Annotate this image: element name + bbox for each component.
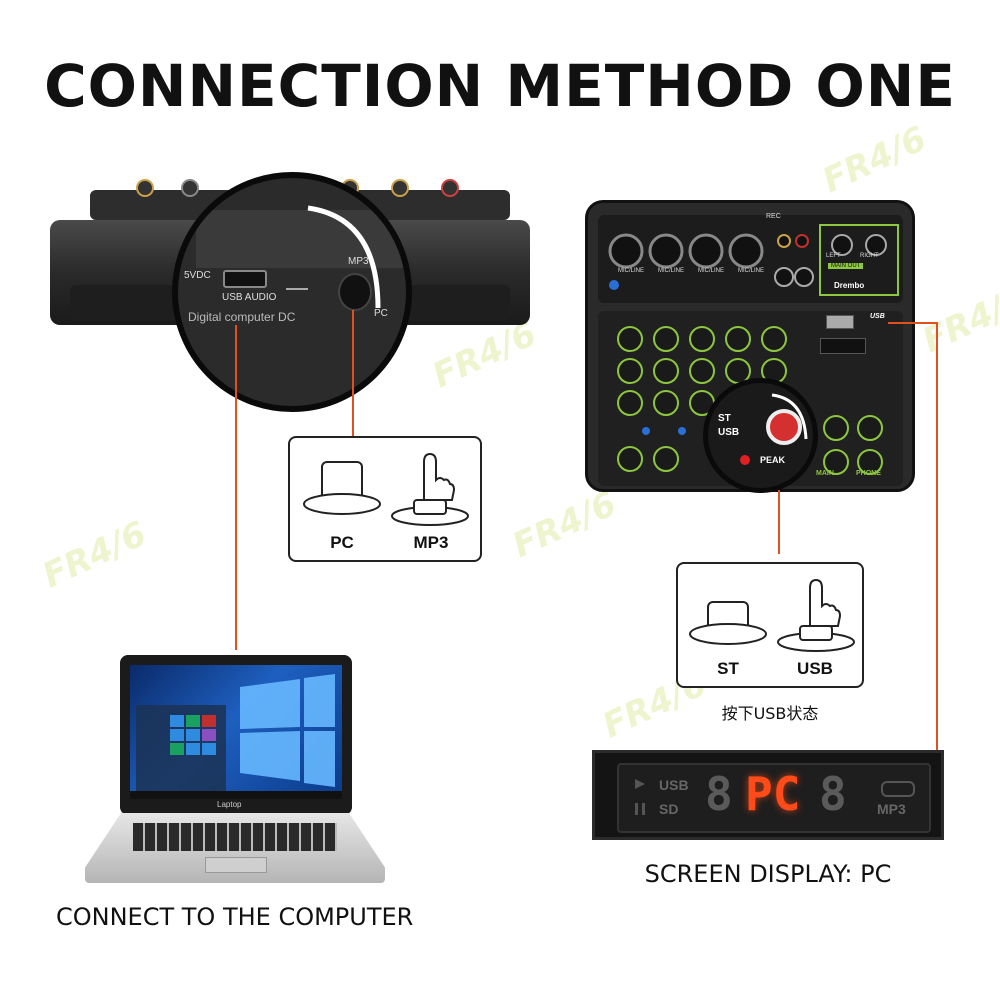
play-icon xyxy=(635,779,645,789)
channel-label: MIC/LINE xyxy=(738,268,765,274)
button-arrow-icon xyxy=(771,393,808,440)
right-label: RIGHT xyxy=(860,253,879,259)
main-out-label: MAIN OUT xyxy=(828,263,864,269)
switch-panel-pc-mp3: PC MP3 xyxy=(288,436,482,562)
connector-line-usb-right-vertical xyxy=(936,322,938,750)
port-label-5vdc: 5VDC xyxy=(184,270,211,281)
phone-label: PHONE xyxy=(856,470,881,477)
display-label-mp3: MP3 xyxy=(877,801,906,817)
switch-label-pc: PC xyxy=(374,308,388,319)
mixer-brand: Drembo xyxy=(834,281,865,290)
usb-port xyxy=(223,270,267,288)
port-label-usb-audio: USB AUDIO xyxy=(222,292,277,303)
led-ghost-digit: 8 xyxy=(819,767,847,821)
zoom-label-st: ST xyxy=(718,413,731,424)
pause-icon xyxy=(635,803,645,815)
peak-led-icon xyxy=(740,455,750,465)
laptop-illustration: Laptop xyxy=(85,655,385,890)
laptop-keyboard xyxy=(133,823,337,851)
button-pressed-hand-icon xyxy=(391,452,469,526)
connector-line-button xyxy=(778,490,780,554)
zoom-label-usb: USB xyxy=(718,427,740,438)
mixer-input-jacks xyxy=(608,224,899,296)
mixer-right-knobs xyxy=(823,415,883,475)
main-label: MAIN xyxy=(816,470,834,477)
led-ghost-digit: 8 xyxy=(705,767,733,821)
magnifier-port-zoom: 5VDC USB AUDIO MP3 PC Digital computer D… xyxy=(172,172,412,412)
channel-label: MIC/LINE xyxy=(658,268,685,274)
laptop-screen xyxy=(130,665,342,799)
button-pressed-hand-icon xyxy=(777,578,855,652)
option-st-label: ST xyxy=(717,659,739,678)
usb-state-note: 按下USB状态 xyxy=(721,704,819,723)
option-mp3-label: MP3 xyxy=(413,533,449,552)
switch-panel-st-usb: ST USB xyxy=(676,562,864,688)
usb-symbol-icon xyxy=(286,288,308,300)
display-label-usb: USB xyxy=(659,777,689,793)
port-label-dc: Digital computer DC xyxy=(188,310,296,324)
rec-label: REC xyxy=(766,213,781,220)
button-up-icon xyxy=(689,601,767,645)
channel-label: MIC/LINE xyxy=(698,268,725,274)
left-label: LEFT xyxy=(826,253,841,259)
laptop-caption: CONNECT TO THE COMPUTER xyxy=(56,903,414,931)
st-usb-button[interactable] xyxy=(766,409,802,445)
watermark: FR4/6 xyxy=(506,483,623,567)
watermark: FR4/6 xyxy=(816,118,933,202)
laptop-brand: Laptop xyxy=(217,800,242,809)
mini-led-display xyxy=(820,338,866,354)
watermark: FR4/6 xyxy=(36,513,153,597)
connector-line-usb-right-horizontal xyxy=(888,322,938,324)
option-pc-label: PC xyxy=(330,533,354,552)
button-up-icon xyxy=(303,461,381,515)
zoom-label-peak: PEAK xyxy=(760,455,786,465)
mixer-photo: MIC/LINE MIC/LINE MIC/LINE MIC/LINE REC … xyxy=(585,200,915,492)
connector-line-switch xyxy=(352,310,354,438)
connector-line-usb xyxy=(235,325,237,650)
usb-port[interactable] xyxy=(826,315,854,329)
switch-arrow-icon xyxy=(307,205,381,309)
usb-label: USB xyxy=(870,313,885,320)
channel-label: MIC/LINE xyxy=(618,268,645,274)
led-display-panel: USB SD 8 PC 8 MP3 xyxy=(592,750,944,840)
page-title: CONNECTION METHOD ONE xyxy=(44,52,956,120)
pc-mp3-switch[interactable] xyxy=(338,273,372,311)
display-label-sd: SD xyxy=(659,801,679,817)
switch-label-mp3: MP3 xyxy=(348,256,369,267)
watermark: FR4/6 xyxy=(916,278,1000,362)
led-reading: PC xyxy=(745,767,801,821)
magnifier-usb-button-zoom: ST USB PEAK xyxy=(703,378,818,493)
windows-logo-icon xyxy=(130,674,342,799)
repeat-icon xyxy=(881,781,915,797)
option-usb-label: USB xyxy=(797,659,833,678)
display-caption: SCREEN DISPLAY: PC xyxy=(644,860,892,888)
